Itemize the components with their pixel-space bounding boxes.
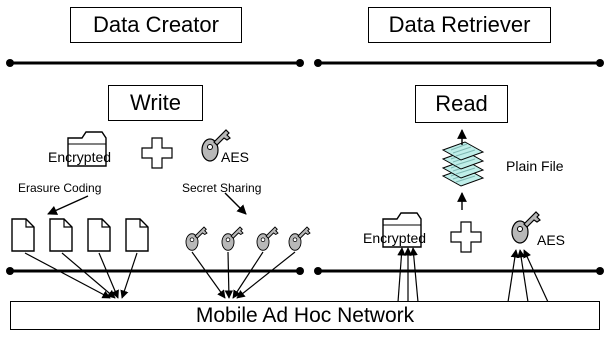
document-icon <box>49 218 73 252</box>
top-timeline-left <box>6 59 304 67</box>
erasure-arrow <box>47 195 89 215</box>
plain-file-label: Plain File <box>506 158 564 174</box>
key-icon <box>288 226 311 251</box>
mobile-ad-hoc-network-bar: Mobile Ad Hoc Network <box>10 301 600 330</box>
file-stack-icon <box>442 141 484 187</box>
aes-label-right: AES <box>537 232 566 248</box>
key-icon <box>256 226 279 251</box>
data-retriever-title: Data Retriever <box>368 7 551 43</box>
retriever-download-arrows <box>397 247 549 303</box>
bottom-timeline-left <box>6 267 304 275</box>
encrypted-label-left: Encrypted <box>48 149 112 165</box>
secret-sharing-arrow <box>224 192 247 215</box>
write-box: Write <box>108 85 203 121</box>
key-icon-right <box>511 211 541 244</box>
bottom-timeline-right <box>314 267 604 275</box>
erasure-coding-label: Erasure Coding <box>18 181 102 195</box>
plus-icon-right <box>450 221 482 253</box>
secret-sharing-label: Secret Sharing <box>182 181 262 195</box>
key-icon <box>185 226 208 251</box>
plus-icon-left <box>141 137 173 169</box>
top-timeline-right <box>314 59 604 67</box>
key-icon <box>221 226 244 251</box>
data-creator-title: Data Creator <box>70 7 242 43</box>
document-icon <box>125 218 149 252</box>
read-box: Read <box>415 85 508 123</box>
document-icon <box>11 218 35 252</box>
document-icon <box>87 218 111 252</box>
encrypted-label-right: Encrypted <box>363 230 427 246</box>
creator-upload-arrows <box>24 251 296 299</box>
aes-label-left: AES <box>221 149 250 165</box>
